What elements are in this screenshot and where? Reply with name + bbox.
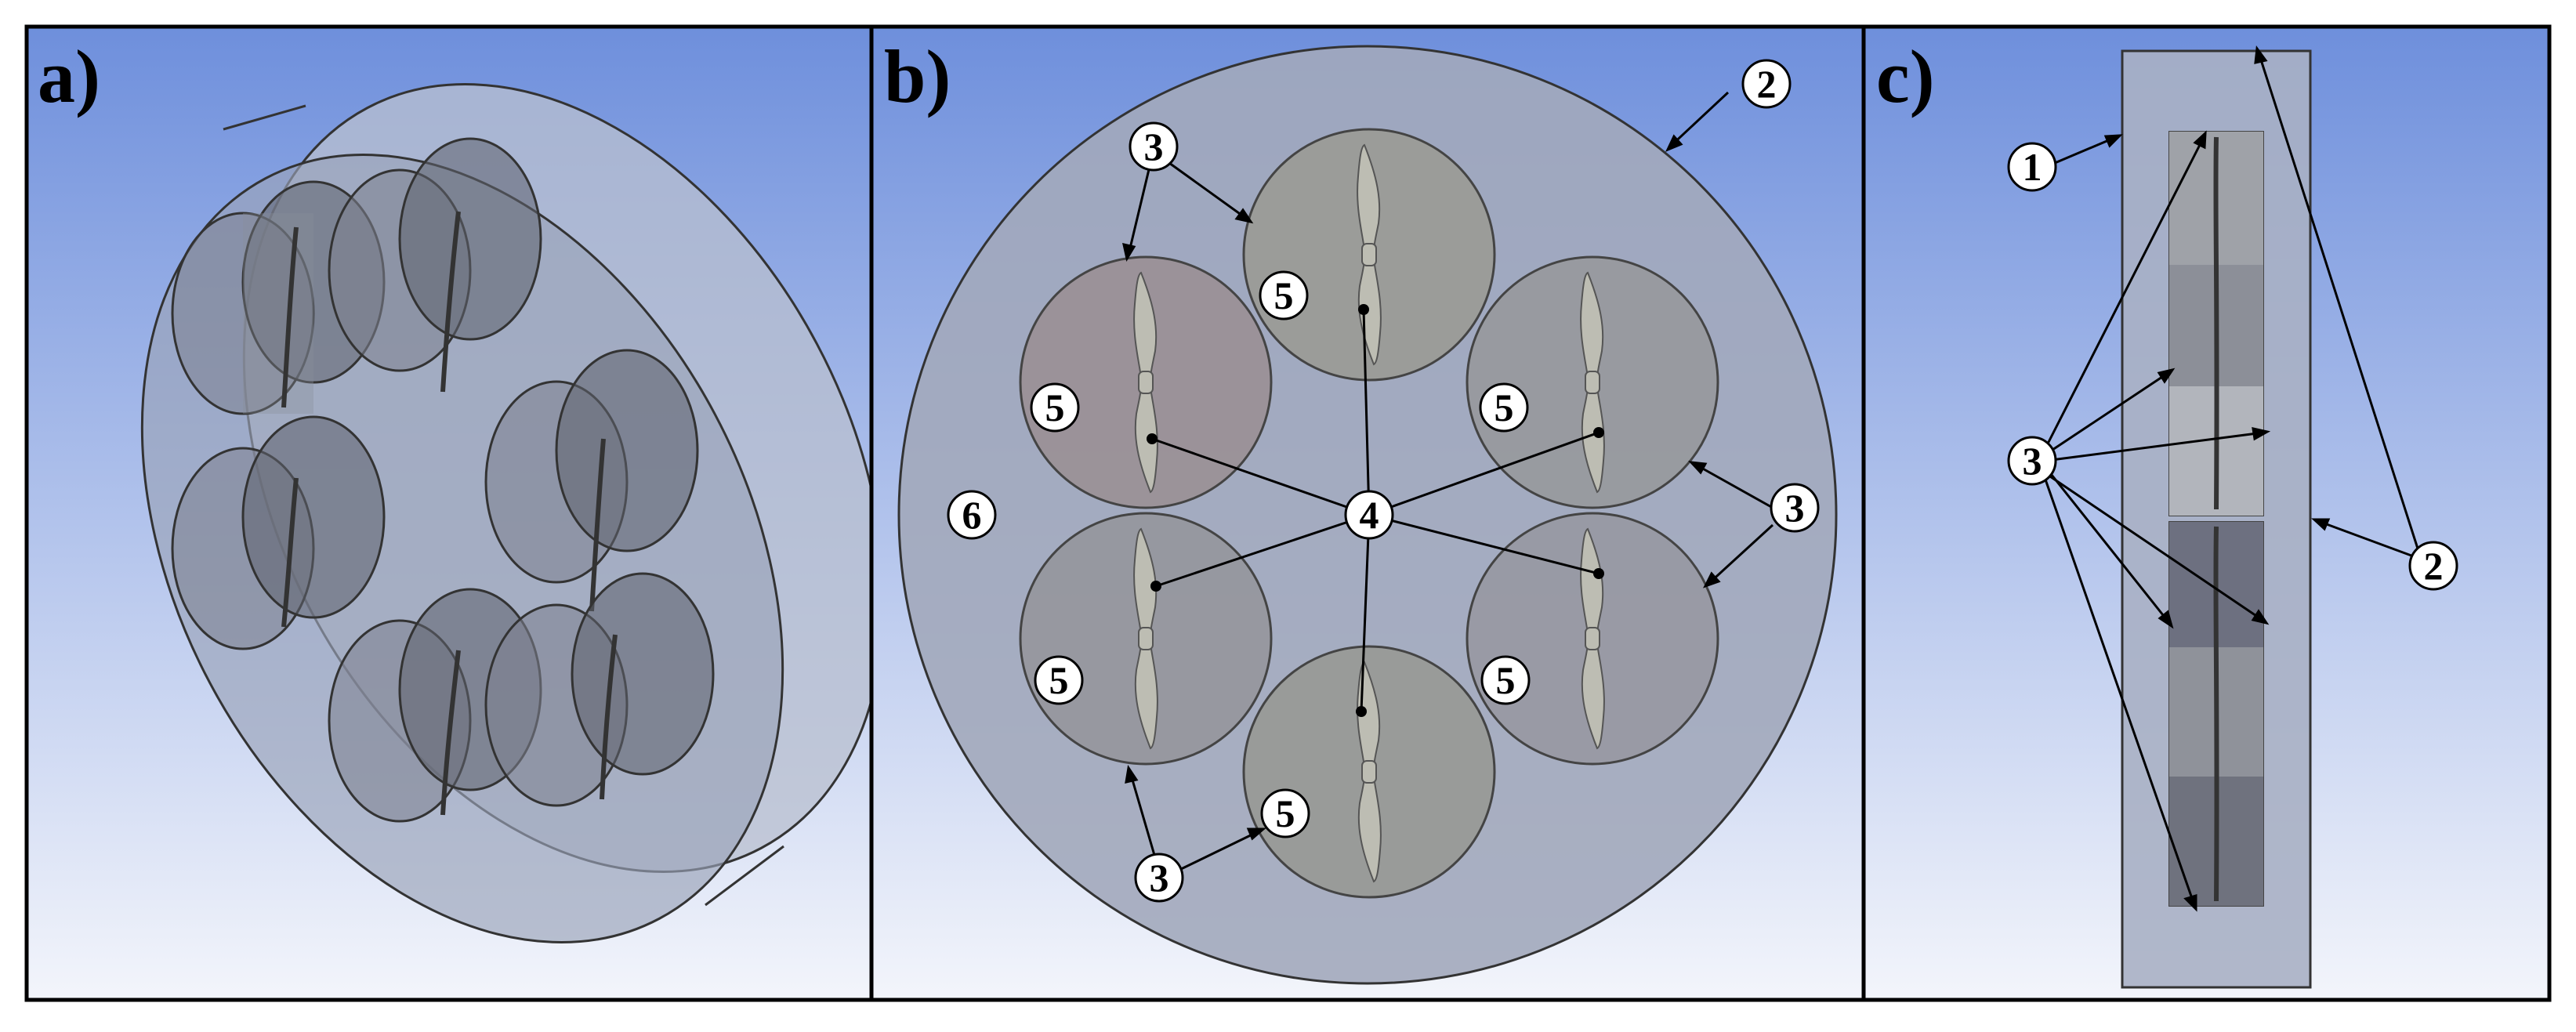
- svg-text:5: 5: [1495, 386, 1514, 429]
- callout-2: 2: [2408, 541, 2458, 591]
- panel-b-label: b): [884, 34, 951, 118]
- svg-text:5: 5: [1045, 386, 1065, 429]
- svg-text:5: 5: [1049, 658, 1069, 702]
- panel-c-label: c): [1876, 34, 1935, 118]
- callout-4: 4: [1344, 490, 1394, 540]
- svg-text:5: 5: [1274, 273, 1294, 317]
- panel-b: 2 3 5 5 5 6 4 3 5 5 5 3 b): [869, 24, 1866, 1002]
- callout-5: 5: [1480, 655, 1531, 705]
- panel-a-label: a): [38, 34, 100, 118]
- callout-3: 3: [1134, 853, 1184, 903]
- callout-3: 3: [1129, 121, 1179, 172]
- svg-text:5: 5: [1496, 658, 1516, 702]
- panel-c: 1 3 2 c): [1861, 24, 2552, 1002]
- callout-5: 5: [1259, 270, 1309, 320]
- rotor-zone: [484, 572, 715, 807]
- rotor-zone: [484, 349, 699, 612]
- svg-text:4: 4: [1360, 493, 1379, 537]
- callout-3: 3: [1770, 483, 1820, 533]
- panel-b-leaders-4: [1151, 309, 1600, 712]
- rotor-zone: [328, 137, 542, 393]
- callout-5: 5: [1479, 382, 1529, 433]
- callout-3: 3: [2007, 436, 2057, 486]
- svg-text:6: 6: [962, 493, 982, 537]
- callout-2: 2: [1741, 59, 1792, 109]
- svg-text:3: 3: [1150, 856, 1169, 900]
- callout-5: 5: [1034, 655, 1084, 705]
- svg-text:5: 5: [1276, 791, 1295, 835]
- svg-text:2: 2: [1757, 62, 1777, 106]
- svg-text:2: 2: [2424, 544, 2444, 588]
- svg-text:3: 3: [2023, 439, 2042, 483]
- panel-a-rotor-zones: [171, 137, 715, 823]
- callout-5: 5: [1260, 788, 1310, 838]
- panel-b-arrows: [1122, 91, 1774, 871]
- panel-b-callouts: 2 3 5 5 5 6 4 3 5 5 5 3: [947, 59, 1820, 903]
- callout-5: 5: [1030, 382, 1080, 433]
- panel-a: a): [24, 24, 886, 1002]
- panel-b-dots-4: [1147, 304, 1604, 717]
- callout-6: 6: [947, 490, 997, 540]
- panel-c-callouts: 1 3 2: [2007, 142, 2458, 591]
- rotor-zone: [171, 415, 386, 650]
- svg-text:3: 3: [1144, 125, 1164, 168]
- svg-text:1: 1: [2023, 145, 2042, 189]
- panel-c-arrows: [2044, 45, 2419, 912]
- callout-1: 1: [2007, 142, 2057, 192]
- svg-text:3: 3: [1785, 486, 1805, 530]
